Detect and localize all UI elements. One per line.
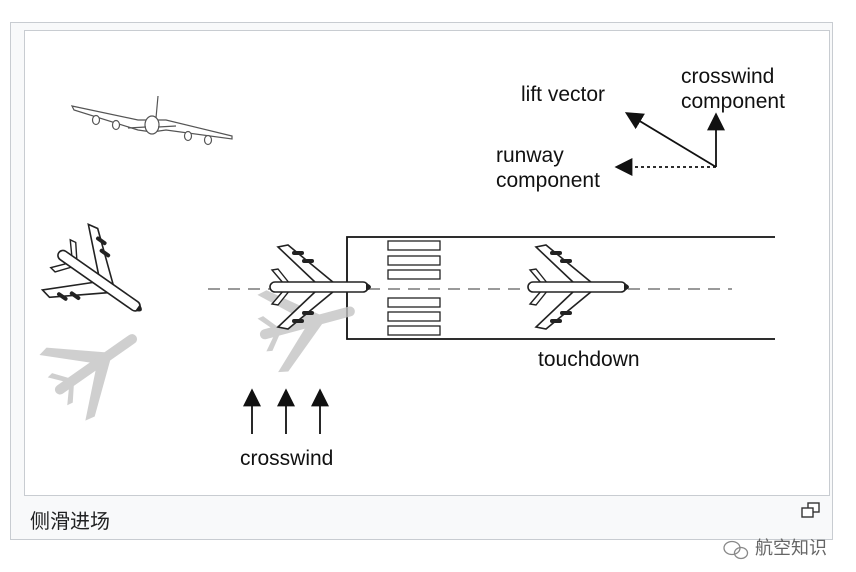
touchdown-aircraft bbox=[527, 244, 630, 330]
runway-component-label: runway component bbox=[496, 144, 600, 192]
runway-threshold-markings bbox=[387, 240, 441, 336]
figure-caption: 侧滑进场 bbox=[30, 509, 110, 533]
enlarge-icon-shape bbox=[801, 502, 820, 518]
crosswind-label: crosswind bbox=[240, 447, 334, 470]
lift-vector-diagram bbox=[614, 112, 725, 176]
crosswind-component-label: crosswind component bbox=[681, 65, 785, 113]
crosswind-arrows bbox=[243, 388, 329, 434]
lift-vector-arrow bbox=[624, 112, 717, 168]
distant-airplane bbox=[70, 95, 233, 146]
lift-vector-label: lift vector bbox=[521, 83, 606, 106]
touchdown-label: touchdown bbox=[538, 348, 640, 371]
enlarge-icon[interactable] bbox=[800, 501, 820, 519]
watermark-text: 航空知识 bbox=[755, 538, 827, 559]
wechat-icon-shape bbox=[723, 540, 749, 560]
approaching-aircraft bbox=[33, 217, 167, 346]
